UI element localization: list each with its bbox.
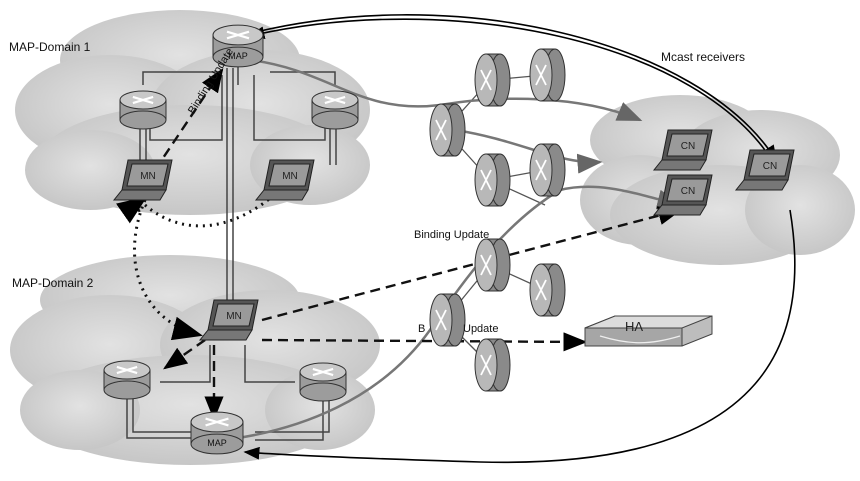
map-router-domain-2-label: MAP <box>207 438 227 448</box>
core-router-2 <box>474 53 511 107</box>
cn-laptop-3-label: CN <box>763 161 777 172</box>
mn-laptop-domain-1-left-label: MN <box>140 171 156 182</box>
cloud-receivers <box>580 95 855 265</box>
binding-update-label-3a: B <box>418 323 426 335</box>
domain-2-links <box>126 345 330 441</box>
binding-update-label-3b: Update <box>463 323 499 335</box>
core-router-6 <box>474 238 511 292</box>
cn-laptop-2-label: CN <box>681 186 695 197</box>
router-domain-1-left <box>119 90 167 130</box>
core-router-7 <box>529 263 566 317</box>
handover-arrows <box>239 14 796 464</box>
mn-laptop-domain-1-right-label: MN <box>282 171 298 182</box>
map-domain-2-label: MAP-Domain 2 <box>12 276 94 290</box>
core-router-8 <box>429 293 466 347</box>
map-router-domain-2: MAP <box>190 411 244 455</box>
map-router-domain-1-label: MAP <box>228 51 248 61</box>
ha-label: HA <box>625 319 643 334</box>
binding-update-arrows <box>154 68 683 421</box>
mcast-receivers-label: Mcast receivers <box>661 50 746 64</box>
routers: MAP MAP <box>103 24 566 455</box>
core-router-3 <box>529 48 566 102</box>
mn-laptop-domain-2-label: MN <box>226 311 242 322</box>
inter-domain-link <box>226 68 234 308</box>
map-domain-1-label: MAP-Domain 1 <box>9 40 91 54</box>
router-domain-2-right <box>299 362 347 402</box>
mn-laptop-domain-2: MN <box>198 299 259 341</box>
core-router-4 <box>474 153 511 207</box>
mn-laptop-domain-1-right: MN <box>254 159 315 201</box>
cn-laptop-3: CN <box>734 149 795 191</box>
core-router-1 <box>429 103 466 157</box>
cn-laptop-1: CN <box>652 129 713 171</box>
core-router-5 <box>529 143 566 197</box>
core-router-9 <box>474 338 511 392</box>
cn-laptop-2: CN <box>652 174 713 216</box>
mn-movement-dots <box>116 188 282 341</box>
home-agent-device: HA <box>584 315 713 347</box>
map-router-domain-1: MAP <box>212 24 264 68</box>
router-domain-2-left <box>103 360 151 400</box>
binding-update-label-2: Binding Update <box>414 229 490 241</box>
cn-laptop-1-label: CN <box>681 141 695 152</box>
laptops: MN MN MN CN CN CN <box>112 129 795 341</box>
mn-laptop-domain-1-left: MN <box>112 159 173 201</box>
router-domain-1-right <box>311 90 359 130</box>
